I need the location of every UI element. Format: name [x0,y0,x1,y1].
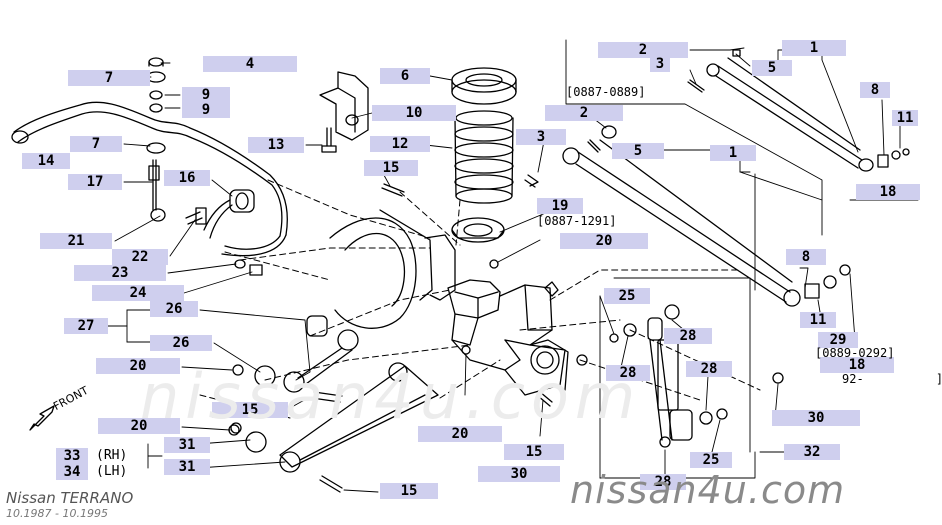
callout-9-bottom[interactable]: 9 [182,102,230,118]
callout-3-top[interactable]: 3 [650,56,670,72]
callout-5-top[interactable]: 5 [752,60,792,76]
callout-31-top[interactable]: 31 [164,437,210,453]
date-range-0887-1291: [0887-1291] [537,214,617,228]
callout-22[interactable]: 22 [112,249,168,265]
callout-9-top[interactable]: 9 [182,87,230,103]
callout-1-top[interactable]: 1 [782,40,846,56]
callout-20-lower[interactable]: 20 [98,418,180,434]
callout-20-left[interactable]: 20 [96,358,180,374]
spring-seat-upper [451,67,517,105]
callout-27[interactable]: 27 [64,318,108,334]
production-period: 10.1987 - 10.1995 [6,507,108,520]
callout-7-top[interactable]: 7 [68,70,150,86]
bolts [228,183,553,436]
coil-spring [454,110,514,204]
callout-17[interactable]: 17 [68,174,122,190]
side-label-lh: (LH) [96,464,128,479]
callout-11-mid[interactable]: 11 [800,312,836,328]
callout-12[interactable]: 12 [370,136,430,152]
callout-30-right[interactable]: 30 [772,410,860,426]
callout-6[interactable]: 6 [380,68,430,84]
callout-30-bottom[interactable]: 30 [478,466,560,482]
callout-33[interactable]: 33 [56,448,88,464]
rear-axle-housing [329,209,569,396]
side-label-rh: (RH) [96,448,128,463]
callout-1-mid[interactable]: 1 [710,145,756,161]
date-range-0887-0889: [0887-0889] [566,85,646,99]
callout-28-bottom[interactable]: 28 [640,474,686,490]
callout-15-left[interactable]: 15 [212,402,288,418]
callout-28-a[interactable]: 28 [664,328,712,344]
callout-8-mid[interactable]: 8 [786,249,826,265]
callout-11-top[interactable]: 11 [892,110,918,126]
callout-8-top[interactable]: 8 [860,82,890,98]
callout-28-b[interactable]: 28 [606,365,650,381]
callout-28-c[interactable]: 28 [686,361,732,377]
shock-absorber [576,304,784,448]
spring-seat-lower [451,217,505,243]
callout-21[interactable]: 21 [40,233,112,249]
callout-5-mid[interactable]: 5 [612,143,664,159]
callout-13[interactable]: 13 [248,137,304,153]
callout-18-bottom[interactable]: 18 [820,357,894,373]
bracket [319,71,369,153]
lateral-rod [283,315,359,403]
callout-31-bottom[interactable]: 31 [164,459,210,475]
callout-20-right[interactable]: 20 [560,233,648,249]
callout-20-center[interactable]: 20 [418,426,502,442]
callout-32[interactable]: 32 [784,444,840,460]
date-range-0889-0292: [0889-0292] [815,346,895,360]
callout-23[interactable]: 23 [74,265,166,281]
callout-15-right[interactable]: 15 [504,444,564,460]
callout-29[interactable]: 29 [818,332,858,348]
callout-2-mid[interactable]: 2 [545,105,623,121]
watermark: nissan4u.com [570,468,846,512]
callout-15-upper[interactable]: 15 [364,160,418,176]
callout-25-bottom[interactable]: 25 [690,452,732,468]
upper-link-1 [687,49,910,172]
callout-26-top[interactable]: 26 [150,301,198,317]
callout-19[interactable]: 19 [537,198,583,214]
callout-34[interactable]: 34 [56,464,88,480]
callout-2-top[interactable]: 2 [598,42,688,58]
callout-14[interactable]: 14 [22,153,70,169]
callout-3-mid[interactable]: 3 [516,129,566,145]
vehicle-name: Nissan TERRANO [6,489,134,507]
callout-18-top[interactable]: 18 [856,184,920,200]
callout-7-lower[interactable]: 7 [70,136,122,152]
callout-16[interactable]: 16 [164,170,210,186]
callout-4[interactable]: 4 [203,56,297,72]
front-arrow-icon [29,405,55,431]
stabilizer-link [146,57,263,276]
callout-25-top[interactable]: 25 [604,288,650,304]
watermark-faint: nissan4u.com [140,360,642,433]
stabilizer-bar [11,101,288,257]
callout-26-bottom[interactable]: 26 [150,335,212,351]
date-range-92: 92- ] [842,372,942,386]
callout-24[interactable]: 24 [92,285,184,301]
callout-10[interactable]: 10 [372,105,456,121]
callout-15-bottom[interactable]: 15 [380,483,438,499]
